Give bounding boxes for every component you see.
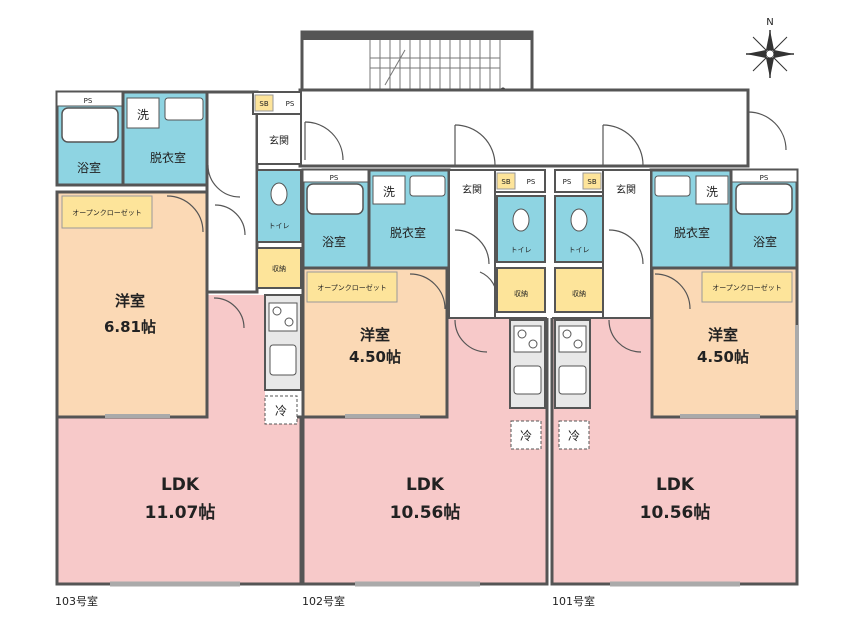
unit-102-sb-box (496, 172, 516, 190)
unit-101-bathtub-icon (735, 183, 793, 215)
unit-102-kitchen-sink-icon (513, 365, 542, 395)
unit-103-hallway (205, 90, 259, 294)
unit-102-toilet-icon (512, 208, 530, 232)
unit-101-sink-icon (654, 175, 691, 197)
unit-103-entrance-label: 玄関 (269, 134, 289, 147)
unit-103-stove-icon (268, 302, 298, 332)
unit-101-ps-entry-label: PS (563, 178, 572, 186)
unit-101-toilet-icon (570, 208, 588, 232)
unit-101 (550, 168, 799, 587)
unit-102-ps-entry-label: PS (527, 178, 536, 186)
unit-103-sb-label: SB (259, 100, 268, 108)
unit-102-storage (496, 267, 546, 313)
compass-north-label: N (766, 17, 773, 28)
unit-103-storage-label: 収納 (272, 264, 286, 273)
unit-103-fridge-label: 冷 (275, 404, 287, 418)
unit-101-wash-label: 洗 (706, 185, 718, 199)
unit-103-western-room (55, 190, 209, 419)
unit-103-storage (256, 247, 302, 289)
unit-103-closet-label: オープンクローゼット (72, 208, 142, 217)
unit-101-toilet-label: トイレ (569, 246, 590, 254)
unit-102-bath-label: 浴室 (322, 234, 346, 249)
unit-101-ldk-name: LDK (656, 475, 695, 495)
unit-101-stove-icon (558, 325, 587, 353)
unit-101-ps-bath-label: PS (760, 174, 769, 182)
unit-103-ps-entry-label: PS (286, 100, 295, 108)
unit-103 (55, 90, 303, 587)
unit-101-toilet (554, 195, 604, 263)
unit-103-bath-label: 浴室 (77, 160, 101, 175)
unit-102-sink-icon (409, 175, 446, 197)
unit-103-western-name: 洋室 (115, 292, 145, 310)
unit-101-hallway (602, 169, 652, 319)
unit-101-closet (701, 271, 793, 303)
unit-102-closet (306, 271, 398, 303)
unit-101-western-size: 4.50帖 (697, 348, 749, 366)
unit-103-kitchen-sink-icon (269, 344, 297, 376)
unit-101-western-name: 洋室 (708, 326, 738, 344)
unit-103-toilet-label: トイレ (269, 222, 290, 230)
unit-102-stove-icon (513, 325, 542, 353)
unit-101-fridge-label: 冷 (568, 429, 580, 443)
unit-103-ldk-name: LDK (161, 475, 200, 495)
unit-101-storage-label: 収納 (572, 289, 586, 298)
unit-102 (301, 168, 549, 587)
unit-103-number: 103号室 (55, 595, 98, 608)
compass-icon: N (746, 17, 794, 78)
unit-103-toilet-icon (270, 182, 288, 206)
unit-103-sink-icon (164, 97, 204, 121)
unit-102-wash-label: 洗 (383, 185, 395, 199)
unit-101-kitchen-sink-icon (558, 365, 587, 395)
common-corridor (298, 88, 750, 168)
unit-102-ldk (301, 415, 549, 586)
unit-102-dressing-label: 脱衣室 (390, 225, 426, 240)
unit-103-ldk-extension (207, 295, 265, 419)
hall-door-icons (304, 111, 787, 166)
unit-101-washer-icon (695, 175, 729, 205)
unit-102-fridge-space (510, 420, 542, 450)
unit-101-dressing-label: 脱衣室 (674, 225, 710, 240)
unit-103-western-size: 6.81帖 (104, 318, 156, 336)
unit-103-closet (61, 195, 153, 229)
unit-103-bathtub-icon (61, 107, 119, 143)
unit-102-hallway (448, 169, 496, 319)
unit-101-storage (554, 267, 604, 313)
unit-101-ldk (550, 415, 799, 586)
unit-102-toilet-label: トイレ (511, 246, 532, 254)
unit-103-ldk-size: 11.07帖 (145, 502, 216, 523)
unit-102-washer-icon (372, 175, 406, 205)
unit-101-sb-label: SB (587, 178, 596, 186)
unit-102-storage-label: 収納 (514, 289, 528, 298)
unit-102-number: 102号室 (302, 595, 345, 608)
unit-102-fridge-label: 冷 (520, 429, 532, 443)
unit-103-ps-bath-label: PS (84, 97, 93, 105)
unit-102-entrance-label: 玄関 (462, 183, 482, 196)
unit-102-sb-label: SB (501, 178, 510, 186)
unit-101-number: 101号室 (552, 595, 595, 608)
unit-101-fridge-space (558, 420, 590, 450)
unit-102-bathtub-icon (306, 183, 364, 215)
unit-103-dressing-label: 脱衣室 (150, 150, 186, 165)
unit-103-entrance (256, 113, 302, 165)
unit-102-closet-label: オープンクローゼット (317, 283, 387, 292)
unit-102-ps-bath-label: PS (330, 174, 339, 182)
unit-101-bath-label: 浴室 (753, 234, 777, 249)
unit-102-western-size: 4.50帖 (349, 348, 401, 366)
unit-103-fridge-space (264, 395, 298, 425)
unit-103-toilet (256, 169, 302, 243)
unit-103-ldk (55, 415, 303, 586)
unit-101-closet-label: オープンクローゼット (712, 283, 782, 292)
unit-101-ldk-size: 10.56帖 (640, 502, 711, 523)
unit-101-entrance-label: 玄関 (616, 183, 636, 196)
unit-103-sb-box (254, 94, 274, 112)
unit-102-ldk-size: 10.56帖 (390, 502, 461, 523)
unit-103-wash-label: 洗 (137, 108, 149, 122)
unit-103-washer-icon (126, 97, 160, 129)
unit-102-ldk-name: LDK (406, 475, 445, 495)
unit-101-sb-box (582, 172, 602, 190)
unit-102-western-name: 洋室 (360, 326, 390, 344)
staircase: UP (300, 30, 534, 103)
